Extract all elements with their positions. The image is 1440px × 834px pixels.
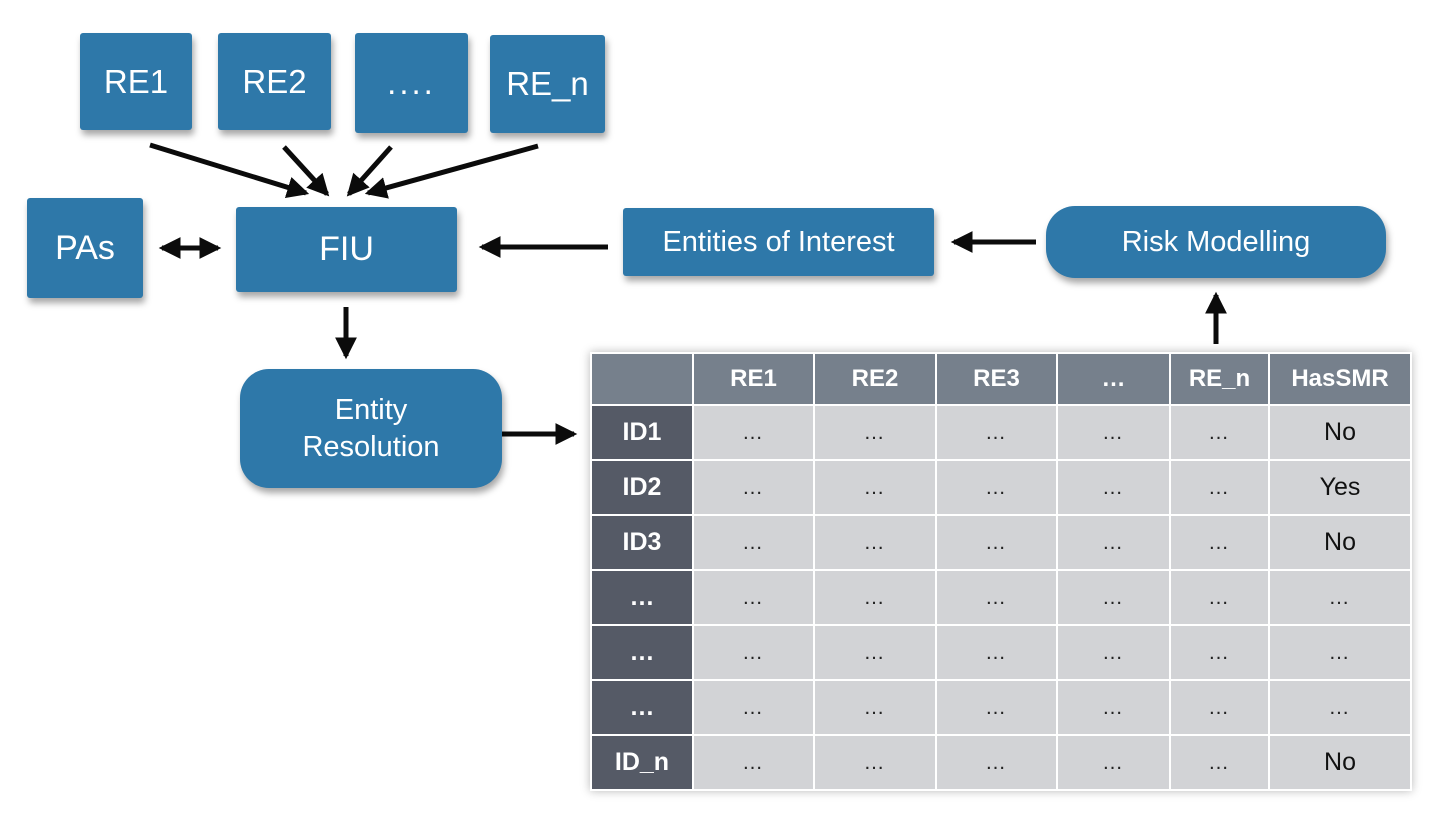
cell-hassmr: … (1268, 679, 1412, 736)
arrow-re2-to-fiu (282, 145, 330, 197)
cell: … (1056, 514, 1171, 571)
cell: … (1056, 569, 1171, 626)
table-header-re1: RE1 (692, 352, 815, 406)
table-header-re2: RE2 (813, 352, 937, 406)
node-re-n-label: RE_n (506, 65, 589, 103)
cell: … (935, 404, 1058, 461)
node-re-dots: .... (355, 33, 468, 133)
cell: … (935, 734, 1058, 791)
cell: … (692, 624, 815, 681)
node-entity-resolution: Entity Resolution (240, 369, 502, 488)
node-fiu-label: FIU (319, 230, 374, 269)
cell: … (692, 679, 815, 736)
node-risk-modelling-label: Risk Modelling (1121, 225, 1311, 258)
cell-hassmr: Yes (1268, 459, 1412, 516)
cell: … (1056, 459, 1171, 516)
cell: … (1056, 624, 1171, 681)
cell: … (813, 514, 937, 571)
node-re-n: RE_n (490, 35, 605, 133)
cell: … (692, 734, 815, 791)
cell: … (1169, 679, 1270, 736)
cell: … (935, 569, 1058, 626)
table-row: ID3 … … … … … No (590, 514, 1412, 571)
cell: … (935, 624, 1058, 681)
table-row: … … … … … … … (590, 679, 1412, 736)
arrow-ren-to-fiu (364, 143, 539, 199)
table-header-row: RE1 RE2 RE3 … RE_n HasSMR (590, 352, 1412, 406)
row-label: ID1 (590, 404, 694, 461)
table-header-dots: … (1056, 352, 1171, 406)
node-re2-label: RE2 (242, 62, 307, 100)
node-re-dots-label: .... (387, 64, 436, 102)
row-label: … (590, 624, 694, 681)
node-entities-of-interest-label: Entities of Interest (662, 225, 895, 258)
node-re2: RE2 (218, 33, 331, 130)
cell: … (1169, 514, 1270, 571)
cell: … (813, 734, 937, 791)
table-row: … … … … … … … (590, 624, 1412, 681)
table-header-re-n: RE_n (1169, 352, 1270, 406)
table-header-re3: RE3 (935, 352, 1058, 406)
cell: … (692, 514, 815, 571)
table-header-hassmr: HasSMR (1268, 352, 1412, 406)
table-row: ID_n … … … … … No (590, 734, 1412, 791)
cell: … (1056, 734, 1171, 791)
cell-hassmr: … (1268, 569, 1412, 626)
cell: … (1056, 404, 1171, 461)
cell: … (692, 404, 815, 461)
arrow-re1-to-fiu (149, 142, 310, 199)
node-re1: RE1 (80, 33, 192, 130)
cell: … (1169, 624, 1270, 681)
cell-hassmr: No (1268, 734, 1412, 791)
node-pas: PAs (27, 198, 143, 298)
cell: … (813, 679, 937, 736)
node-risk-modelling: Risk Modelling (1046, 206, 1386, 278)
node-re1-label: RE1 (103, 62, 169, 100)
cell: … (1056, 679, 1171, 736)
cell: … (1169, 404, 1270, 461)
cell: … (1169, 734, 1270, 791)
cell-hassmr: No (1268, 514, 1412, 571)
cell: … (692, 459, 815, 516)
node-entities-of-interest: Entities of Interest (623, 208, 934, 276)
cell: … (935, 679, 1058, 736)
cell-hassmr: … (1268, 624, 1412, 681)
cell: … (935, 459, 1058, 516)
cell: … (1169, 459, 1270, 516)
cell: … (813, 404, 937, 461)
results-table: RE1 RE2 RE3 … RE_n HasSMR ID1 … … … … … … (590, 352, 1412, 791)
cell: … (813, 459, 937, 516)
row-label: … (590, 679, 694, 736)
row-label: … (590, 569, 694, 626)
cell: … (813, 569, 937, 626)
table-row: … … … … … … … (590, 569, 1412, 626)
cell-hassmr: No (1268, 404, 1412, 461)
cell: … (813, 624, 937, 681)
node-fiu: FIU (236, 207, 457, 292)
node-pas-label: PAs (55, 228, 115, 267)
table-header-corner (590, 352, 694, 406)
table-row: ID2 … … … … … Yes (590, 459, 1412, 516)
arrow-redots-to-fiu (346, 145, 393, 197)
table-row: ID1 … … … … … No (590, 404, 1412, 461)
row-label: ID2 (590, 459, 694, 516)
cell: … (1169, 569, 1270, 626)
row-label: ID3 (590, 514, 694, 571)
cell: … (935, 514, 1058, 571)
cell: … (692, 569, 815, 626)
row-label: ID_n (590, 734, 694, 791)
node-entity-resolution-label: Entity Resolution (302, 394, 440, 463)
